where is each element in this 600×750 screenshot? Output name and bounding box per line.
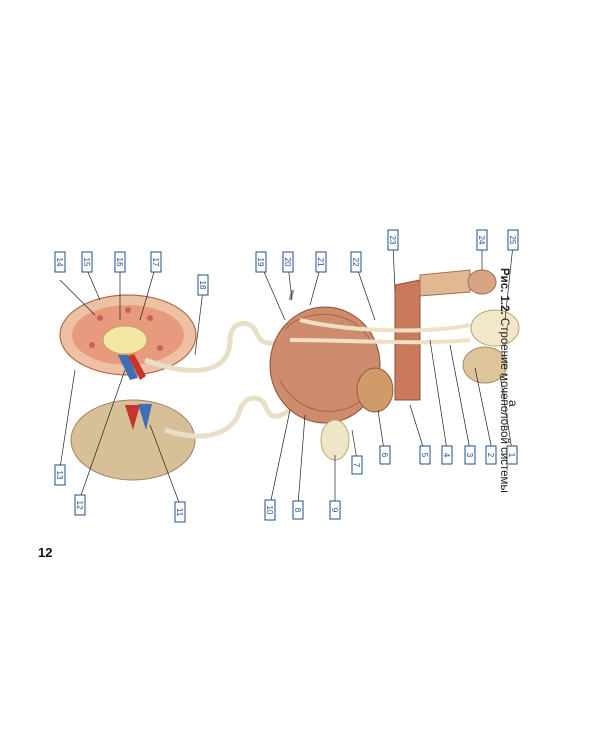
- callout-3: 3: [464, 445, 476, 465]
- kidney-external: [70, 399, 196, 481]
- svg-text:4: 4: [442, 453, 451, 458]
- svg-text:21: 21: [316, 258, 325, 267]
- callout-21: 21: [315, 251, 327, 273]
- svg-text:1: 1: [507, 453, 516, 458]
- svg-text:11: 11: [175, 508, 184, 517]
- svg-text:20: 20: [283, 258, 292, 267]
- svg-text:2: 2: [486, 453, 495, 458]
- callout-10: 10: [264, 499, 276, 521]
- penis: [394, 269, 497, 401]
- callout-4: 4: [441, 445, 453, 465]
- svg-text:15: 15: [82, 258, 91, 267]
- callouts: 1 2 3 4 5 6 7 8 9 10 11 12 13 14 15 16 1…: [54, 229, 519, 523]
- svg-text:24: 24: [477, 236, 486, 245]
- testes: [462, 309, 520, 384]
- callout-16: 16: [114, 251, 126, 273]
- callout-25: 25: [507, 229, 519, 251]
- callout-18: 18: [197, 274, 209, 296]
- callout-24: 24: [476, 229, 488, 251]
- callout-11: 11: [174, 501, 186, 523]
- kidney-section: [59, 294, 197, 380]
- svg-text:5: 5: [420, 453, 429, 458]
- svg-text:10: 10: [265, 506, 274, 515]
- svg-text:16: 16: [115, 258, 124, 267]
- callout-8: 8: [292, 500, 304, 520]
- svg-text:3: 3: [465, 453, 474, 458]
- callout-7: 7: [351, 455, 363, 475]
- callout-9: 9: [329, 500, 341, 520]
- svg-text:7: 7: [352, 463, 361, 468]
- callout-17: 17: [150, 251, 162, 273]
- callout-13: 13: [54, 464, 66, 486]
- figure-caption: Рис. 1.2. Строение мочеполовой системы: [490, 268, 510, 493]
- svg-text:14: 14: [55, 258, 64, 267]
- callout-23: 23: [387, 229, 399, 251]
- svg-text:18: 18: [198, 281, 207, 290]
- callout-1: 1: [506, 445, 518, 465]
- svg-text:13: 13: [55, 471, 64, 480]
- svg-text:8: 8: [293, 508, 302, 513]
- callout-15: 15: [81, 251, 93, 273]
- svg-text:23: 23: [388, 236, 397, 245]
- svg-text:9: 9: [330, 508, 339, 513]
- svg-text:19: 19: [256, 258, 265, 267]
- callout-19: 19: [255, 251, 267, 273]
- callout-12: 12: [74, 494, 86, 516]
- callout-20: 20: [282, 251, 294, 273]
- callout-5: 5: [419, 445, 431, 465]
- prostate-vesicles: [320, 367, 394, 461]
- callout-14: 14: [54, 251, 66, 273]
- figure-label: Рис. 1.2.: [498, 268, 510, 315]
- svg-text:12: 12: [75, 501, 84, 510]
- callout-6: 6: [379, 445, 391, 465]
- svg-text:22: 22: [351, 258, 360, 267]
- svg-text:17: 17: [151, 258, 160, 267]
- callout-22: 22: [350, 251, 362, 273]
- figure-sub-label: а: [506, 400, 520, 407]
- page-number: 12: [38, 545, 53, 560]
- svg-text:6: 6: [380, 453, 389, 458]
- svg-text:25: 25: [508, 236, 517, 245]
- ureters: [144, 321, 292, 439]
- callout-2: 2: [485, 445, 497, 465]
